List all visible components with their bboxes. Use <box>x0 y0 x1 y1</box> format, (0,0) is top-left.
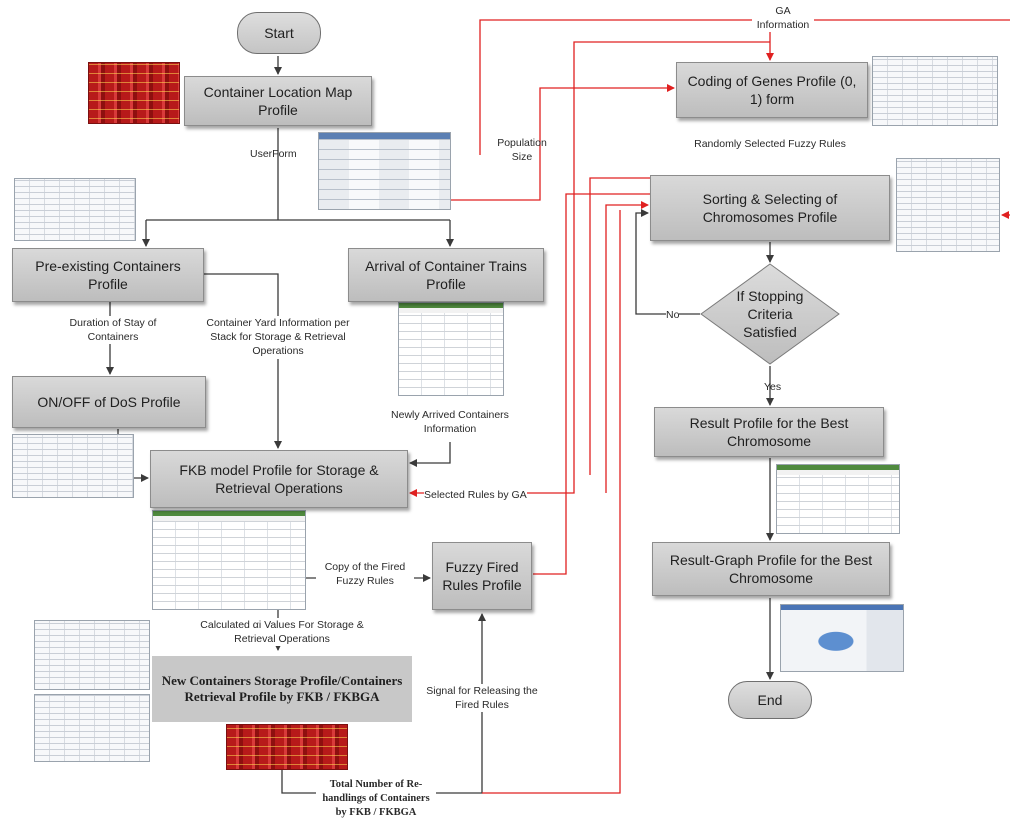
result-graph-box: Result-Graph Profile for the Best Chromo… <box>652 542 890 596</box>
decision-text: If Stopping Criteria Satisfied <box>736 287 804 341</box>
yard-information-label: Container Yard Information per Stack for… <box>192 316 364 359</box>
result-sheet-thumbnail <box>776 464 900 534</box>
arrow-arrival-to-fkb <box>409 442 451 467</box>
newly-arrived-label: Newly Arrived Containers Information <box>388 408 512 437</box>
coding-to-fkb-line <box>573 41 770 460</box>
sorting-selecting-box: Sorting & Selecting of Chromosomes Profi… <box>650 175 890 241</box>
rehandling-to-ga-line <box>482 210 621 794</box>
randomly-selected-label: Randomly Selected Fuzzy Rules <box>672 137 868 152</box>
arrival-container-trains-box: Arrival of Container Trains Profile <box>348 248 544 302</box>
ga-info-line <box>479 19 1010 155</box>
fuzzy-fired-rules-box: Fuzzy Fired Rules Profile <box>432 542 532 610</box>
container-map-thumbnail <box>88 62 180 124</box>
chromosome-sheet-thumbnail <box>896 158 1000 252</box>
arrival-sheet-thumbnail <box>398 302 504 396</box>
ga-information-label: GA Information <box>752 4 814 33</box>
userform-thumbnail <box>318 132 451 210</box>
selected-rules-line-2 <box>605 201 649 493</box>
start-terminal: Start <box>237 12 321 54</box>
total-rehandlings-label: Total Number of Re-handlings of Containe… <box>316 778 436 821</box>
signal-releasing-label: Signal for Releasing the Fired Rules <box>426 684 538 713</box>
selected-rules-line-1 <box>589 177 650 475</box>
stopping-criteria-decision: If Stopping Criteria Satisfied <box>700 263 840 365</box>
end-terminal: End <box>728 681 812 719</box>
new-containers-sheet-thumbnail-1 <box>34 620 150 690</box>
selected-rules-ga-label: Selected Rules by GA <box>424 488 527 503</box>
result-best-chromosome-box: Result Profile for the Best Chromosome <box>654 407 884 457</box>
calculated-values-label: Calculated αi Values For Storage & Retri… <box>188 618 376 647</box>
result-graph-thumbnail <box>780 604 904 672</box>
duration-of-stay-label: Duration of Stay of Containers <box>44 316 182 345</box>
population-line <box>451 84 675 201</box>
decision-yes-label: Yes <box>764 381 782 393</box>
dos-sheet-thumbnail <box>12 434 134 498</box>
decision-no-label: No <box>666 308 680 323</box>
fkb-sheet-thumbnail <box>152 510 306 610</box>
onoff-dos-box: ON/OFF of DoS Profile <box>12 376 206 428</box>
copy-fired-label: Copy of the Fired Fuzzy Rules <box>316 560 414 589</box>
arrow-pre-to-fkb <box>204 273 282 449</box>
new-containers-sheet-thumbnail-2 <box>34 694 150 762</box>
pre-existing-sheet-thumbnail <box>14 178 136 241</box>
population-size-label: Population Size <box>497 137 547 164</box>
fkb-model-box: FKB model Profile for Storage & Retrieva… <box>150 450 408 508</box>
coding-of-genes-box: Coding of Genes Profile (0, 1) form <box>676 62 868 118</box>
container-location-map-box: Container Location Map Profile <box>184 76 372 126</box>
pre-existing-containers-box: Pre-existing Containers Profile <box>12 248 204 302</box>
genes-sheet-thumbnail <box>872 56 998 126</box>
new-containers-map-thumbnail <box>226 724 348 770</box>
fuzzy-to-ga-line <box>533 193 650 575</box>
new-containers-box: New Containers Storage Profile/Container… <box>152 656 412 722</box>
userform-label: UserForm <box>250 148 297 160</box>
